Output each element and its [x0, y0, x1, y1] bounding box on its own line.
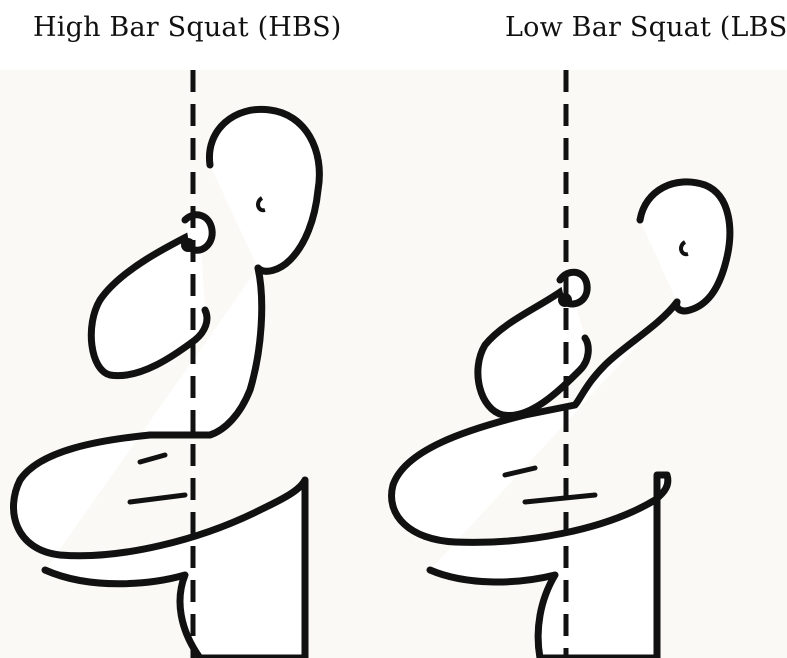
hbs-figure-drawing [0, 70, 385, 658]
hbs-panel [0, 70, 385, 658]
lbs-figure-drawing [385, 70, 787, 658]
hbs-title: High Bar Squat (HBS) [33, 12, 342, 43]
lbs-panel [385, 70, 787, 658]
lbs-title: Low Bar Squat (LBS) [505, 12, 787, 43]
